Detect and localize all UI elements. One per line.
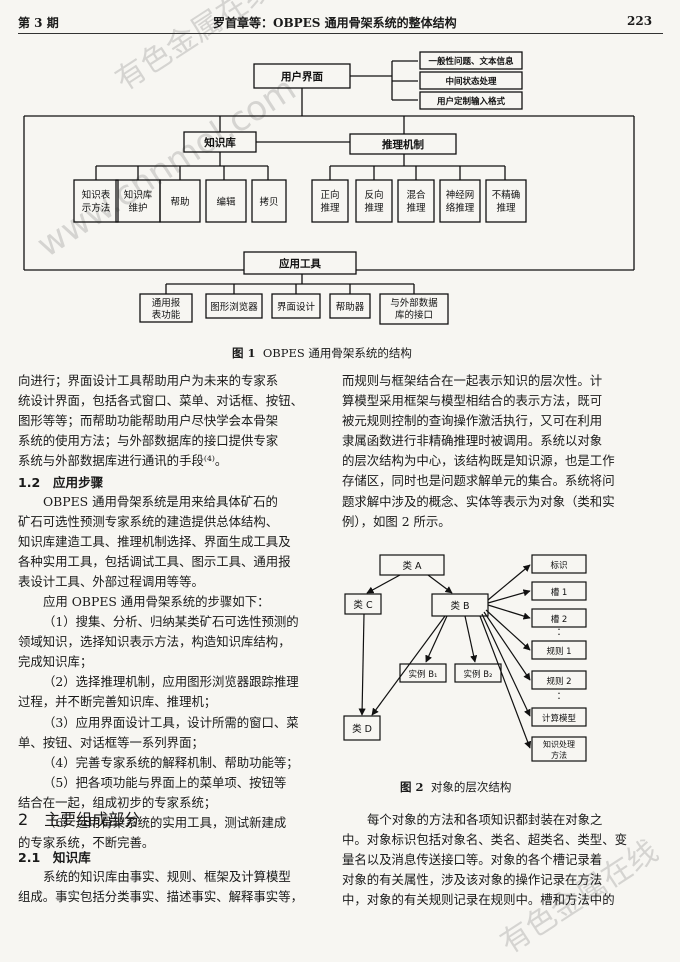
instance-b1-label: 实例 B₁ <box>409 669 438 680</box>
text-line: 完成知识库； <box>18 654 93 670</box>
box-tools: 应用工具 <box>279 257 321 270</box>
text-line: 知识库建造工具、推理机制选择、界面生成工具及 <box>18 534 291 550</box>
figure-1-number: 图 1 <box>232 346 256 360</box>
text-line: 存储区，同时也是问题求解单元的集合。系统将问 <box>342 473 615 489</box>
side-label-rule-2: 规则 2 <box>546 676 571 687</box>
text-line: 隶属函数进行非精确推理时被调用。系统以对象 <box>342 433 603 449</box>
text-line: 各种实用工具，包括调试工具、图示工具、通用报 <box>18 554 291 570</box>
box-inf-c4: 神经网络推理 <box>446 189 475 214</box>
text-line: 算模型采用框架与模型相结合的表示方法，既可 <box>342 393 603 409</box>
box-tool-c5: 与外部数据库的接口 <box>390 297 438 321</box>
left-paragraph-2: 应用 OBPES 通用骨架系统的步骤如下： （1）搜集、分析、归纳某类矿石可选性… <box>18 592 299 853</box>
left-paragraph-1: OBPES 通用骨架系统是用来给具体矿石的 矿石可选性预测专家系统的建造提供总体… <box>18 492 291 592</box>
text-line: （6）运用骨架系统的实用工具，测试新建成 <box>43 815 287 831</box>
header-page: 223 <box>627 14 653 28</box>
ellipsis-dot: · <box>557 628 561 641</box>
figure-2-title: 对象的层次结构 <box>430 780 512 794</box>
text-line: 的专家系统，不断完善。 <box>18 835 155 851</box>
text-line: （1）搜集、分析、归纳某类矿石可选性预测的 <box>43 614 299 630</box>
class-d-label: 类 D <box>352 723 372 735</box>
box-opt-1: 一般性问题、文本信息 <box>428 56 514 67</box>
text-line: 中。对象标识包括对象名、类名、超类名、类型、变 <box>342 832 627 848</box>
text-line: 组成。事实包括分类事实、描述事实、解释事实等， <box>18 889 303 905</box>
text-line: （4）完善专家系统的解释机制、帮助功能等； <box>43 754 299 770</box>
figure-2-caption: 图 2 对象的层次结构 <box>400 779 511 795</box>
text-line: 图形等等；而帮助功能帮助用户尽快学会本骨架 <box>18 413 279 429</box>
text-line: 矿石可选性预测专家系统的建造提供总体结构、 <box>18 514 279 530</box>
box-kb-c1: 知识表示方法 <box>82 189 111 214</box>
ellipsis-dot: · <box>557 623 561 636</box>
section-1-2-heading: 1.2 应用步骤 <box>18 475 104 490</box>
text-line: 单、按钮、对话框等一系列界面； <box>18 734 204 750</box>
ellipsis-dot: · <box>557 687 561 700</box>
section-2-1-heading: 2.1 知识库 <box>18 850 91 865</box>
text-line: 中，对象的有关规则记录在规则中。槽和方法中的 <box>342 892 615 908</box>
text-line: OBPES 通用骨架系统是用来给具体矿石的 <box>43 494 278 509</box>
text-line: 结合在一起，组成初步的专家系统； <box>18 794 217 810</box>
instance-b2-label: 实例 B₂ <box>464 669 493 680</box>
text-line: 表设计工具、外部过程调用等等。 <box>18 574 204 590</box>
box-kb-c2: 知识库维护 <box>124 189 153 214</box>
box-ui: 用户界面 <box>280 70 323 83</box>
figure-1-title: OBPES 通用骨架系统的结构 <box>262 346 412 360</box>
text-line: 系统的知识库由事实、规则、框架及计算模型 <box>43 869 291 884</box>
box-inf-c3: 混合推理 <box>406 189 426 214</box>
class-b-label: 类 B <box>450 600 469 612</box>
box-kb-c4: 编辑 <box>216 196 236 208</box>
text-line: 向进行；界面设计工具帮助用户为未来的专家系 <box>18 373 279 388</box>
text-line: 被元规则控制的查询操作激活执行，又可在利用 <box>342 413 603 429</box>
text-line: 题求解中涉及的概念、实体等表示为对象（类和实 <box>342 493 615 509</box>
text-line: 系统的使用方法；与外部数据库的接口提供专家 <box>18 433 279 449</box>
header-title: 罗首章等：OBPES 通用骨架系统的整体结构 <box>213 16 457 30</box>
text-line: 对象的有关属性，涉及该对象的操作记录在方法 <box>342 872 603 888</box>
side-label-method: 知识处理方法 <box>543 739 575 760</box>
side-label-slot-2: 槽 2 <box>551 614 568 625</box>
class-c-label: 类 C <box>353 599 373 611</box>
right-paragraph-1: 每个对象的方法和各项知识都封装在对象之 中。对象标识包括对象名、类名、超类名、类… <box>342 810 627 910</box>
text-line: 系统与外部数据库进行通讯的手段⁽⁴⁾。 <box>18 453 228 469</box>
text-line: 的层次结构为中心，该结构既是知识源，也是工作 <box>342 453 615 469</box>
text-line: （3）应用界面设计工具，设计所需的窗口、菜 <box>43 714 299 730</box>
side-label-slot-1: 槽 1 <box>551 587 568 598</box>
text-line: （2）选择推理机制，应用图形浏览器跟踪推理 <box>43 674 299 690</box>
box-inference: 推理机制 <box>382 138 424 151</box>
text-line: 应用 OBPES 通用骨架系统的步骤如下： <box>43 594 270 609</box>
figure-1-caption: 图 1 OBPES 通用骨架系统的结构 <box>232 345 412 361</box>
box-tool-c1: 通用报表功能 <box>152 297 181 321</box>
header-rule <box>18 33 663 34</box>
left-paragraph-3: 系统的知识库由事实、规则、框架及计算模型 组成。事实包括分类事实、描述事实、解释… <box>18 867 303 907</box>
text-line: 而规则与框架结合在一起表示知识的层次性。计 <box>342 373 603 388</box>
text-line: 量名以及消息传送接口等。对象的各个槽记录着 <box>342 852 603 868</box>
figure-2-number: 图 2 <box>400 780 424 794</box>
text-line: 领域知识，选择知识表示方法，构造知识库结构， <box>18 634 291 650</box>
box-inf-c2: 反向推理 <box>364 189 384 214</box>
figure-1-diagram: 用户界面 一般性问题、文本信息 中间状态处理 用户定制输入格式 知识库 推理机制… <box>23 51 635 325</box>
box-inf-c5: 不精确推理 <box>492 189 521 214</box>
side-label-id: 标识 <box>550 560 567 571</box>
box-kb: 知识库 <box>204 136 236 149</box>
box-tool-c3: 界面设计 <box>277 301 316 313</box>
box-inf-c1: 正向推理 <box>320 189 340 214</box>
box-kb-c3: 帮助 <box>170 196 189 208</box>
box-opt-3: 用户定制输入格式 <box>436 96 506 107</box>
left-paragraph-0: 向进行；界面设计工具帮助用户为未来的专家系 统设计界面，包括各式窗口、菜单、对话… <box>18 371 303 471</box>
side-label-rule-1: 规则 1 <box>546 646 571 657</box>
side-label-calc-model: 计算模型 <box>542 713 577 724</box>
section-2-heading: 2 主要组成部分 <box>18 810 141 829</box>
box-opt-2: 中间状态处理 <box>445 76 497 87</box>
text-line: 每个对象的方法和各项知识都封装在对象之 <box>367 812 603 827</box>
text-line: 过程，并不断完善知识库、推理机； <box>18 694 217 710</box>
ellipsis-dot: · <box>557 692 561 705</box>
text-line: 统设计界面，包括各式窗口、菜单、对话框、按钮、 <box>18 393 303 409</box>
class-a-label: 类 A <box>402 560 422 572</box>
box-tool-c2: 图形浏览器 <box>210 301 258 313</box>
box-kb-c5: 拷贝 <box>259 196 278 208</box>
right-paragraph-0: 而规则与框架结合在一起表示知识的层次性。计 算模型采用框架与模型相结合的表示方法… <box>342 371 615 532</box>
box-tool-c4: 帮助器 <box>336 301 365 313</box>
text-line: 例），如图 2 所示。 <box>342 513 451 529</box>
text-line: （5）把各项功能与界面上的菜单项、按钮等 <box>43 774 287 790</box>
header-issue: 第 3 期 <box>18 16 59 30</box>
